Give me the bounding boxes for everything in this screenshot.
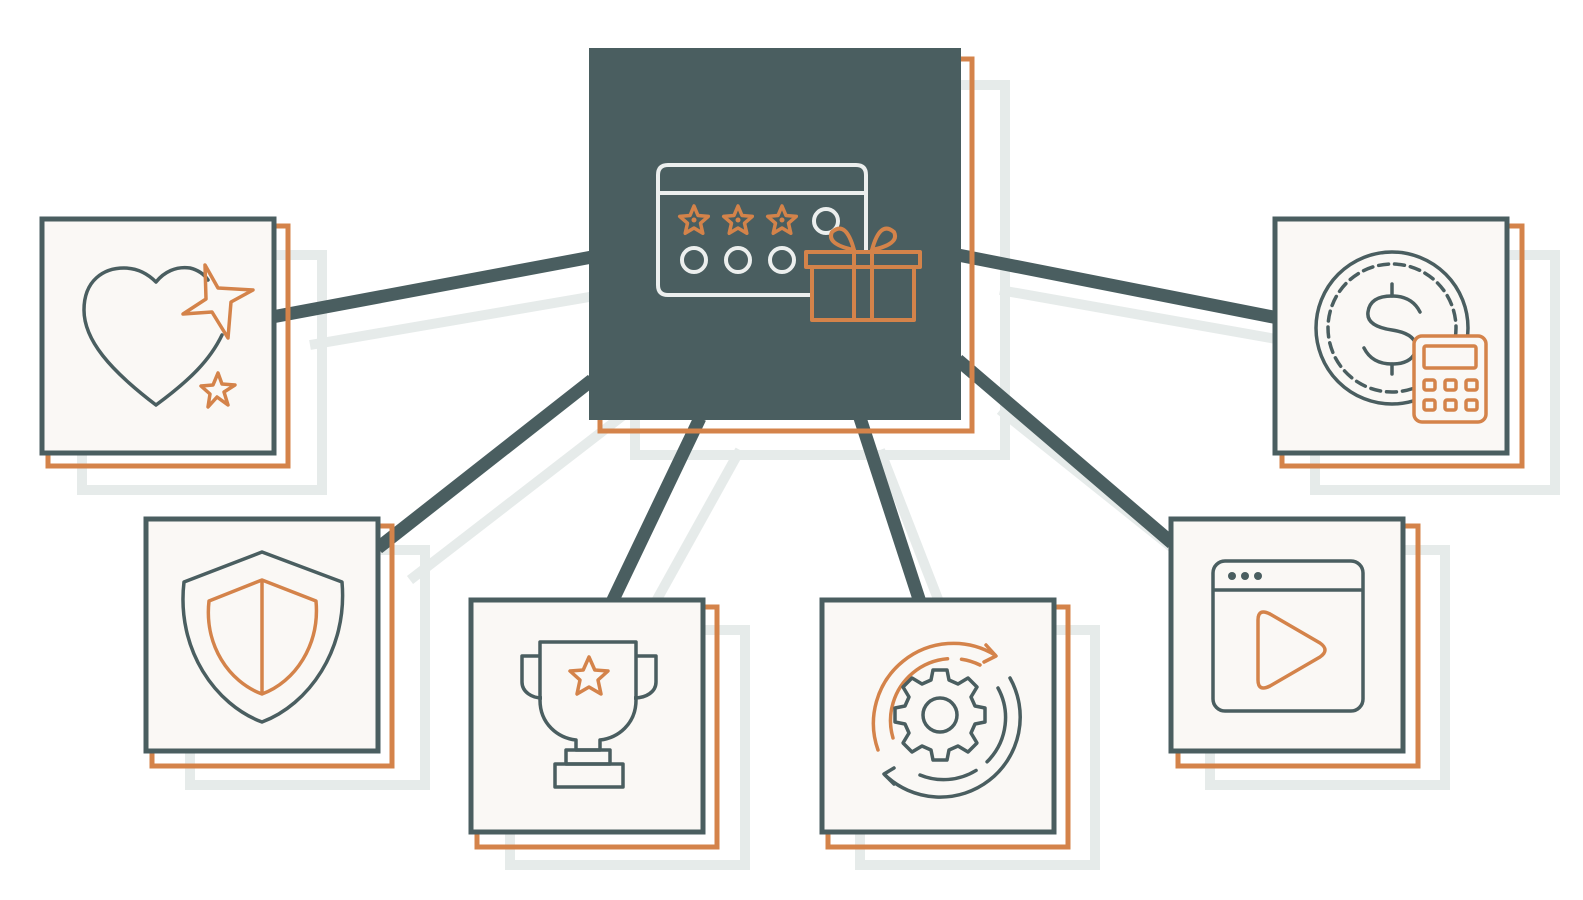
connectors <box>270 248 1280 605</box>
heart-sparkles-icon <box>82 263 255 409</box>
connector-media <box>953 355 1177 548</box>
node-favorites <box>39 216 291 469</box>
node-protection <box>143 516 395 769</box>
hub-node <box>589 48 975 434</box>
gear-cycle-icon <box>871 641 1022 799</box>
video-player-icon <box>1211 559 1365 713</box>
coin-calculator-icon <box>1314 250 1488 424</box>
loyalty-card-gift-icon <box>656 163 922 322</box>
connector-process <box>853 415 927 605</box>
connector-finance <box>956 248 1280 325</box>
connector-achievement <box>606 415 706 605</box>
node-finance <box>1272 216 1525 469</box>
trophy-star-icon <box>520 640 658 789</box>
connector-favorites <box>270 250 594 324</box>
node-process <box>819 597 1071 850</box>
node-media <box>1168 516 1421 769</box>
connector-protection <box>373 374 597 554</box>
node-achievement <box>468 597 720 850</box>
shield-icon <box>181 550 345 724</box>
